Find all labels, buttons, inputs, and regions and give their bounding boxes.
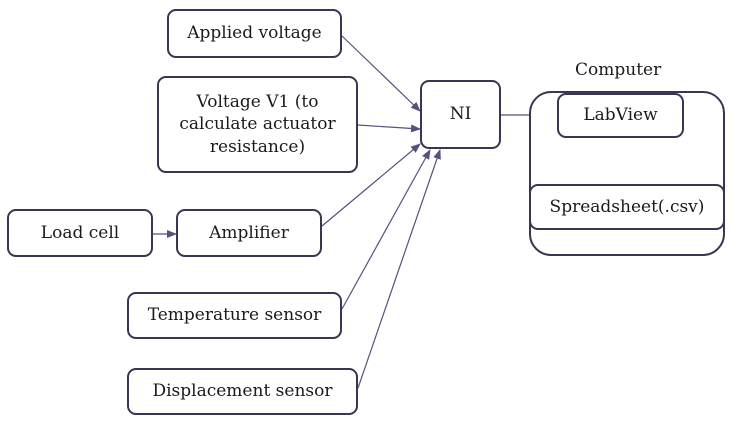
labview-box: LabView xyxy=(557,93,684,138)
arrow-amplifier-to-ni xyxy=(321,143,421,227)
temperature-sensor-box: Temperature sensor xyxy=(127,292,342,339)
computer-group-title: Computer xyxy=(575,60,662,80)
arrow-voltage-v1-to-ni xyxy=(357,124,421,133)
load-cell-box: Load cell xyxy=(7,209,153,257)
amplifier-label: Amplifier xyxy=(209,222,289,243)
arrow-applied-voltage-to-ni xyxy=(341,35,421,112)
arrow-temperature-sensor-to-ni xyxy=(341,149,431,310)
ni-label: NI xyxy=(449,104,472,125)
spreadsheet-label: Spreadsheet(.csv) xyxy=(549,196,705,217)
displacement-sensor-box: Displacement sensor xyxy=(127,368,358,415)
labview-label: LabView xyxy=(583,105,658,126)
voltage-v1-box: Voltage V1 (to calculate actuator resist… xyxy=(157,76,358,173)
displacement-sensor-label: Displacement sensor xyxy=(152,381,333,402)
applied-voltage-box: Applied voltage xyxy=(167,9,342,58)
applied-voltage-label: Applied voltage xyxy=(187,23,322,44)
amplifier-box: Amplifier xyxy=(176,209,322,257)
spreadsheet-box: Spreadsheet(.csv) xyxy=(529,184,725,230)
voltage-v1-label: Voltage V1 (to calculate actuator resist… xyxy=(179,92,336,157)
ni-box: NI xyxy=(420,80,501,149)
load-cell-label: Load cell xyxy=(40,222,120,243)
temperature-sensor-label: Temperature sensor xyxy=(147,305,322,326)
arrow-displacement-sensor-to-ni xyxy=(357,149,441,389)
